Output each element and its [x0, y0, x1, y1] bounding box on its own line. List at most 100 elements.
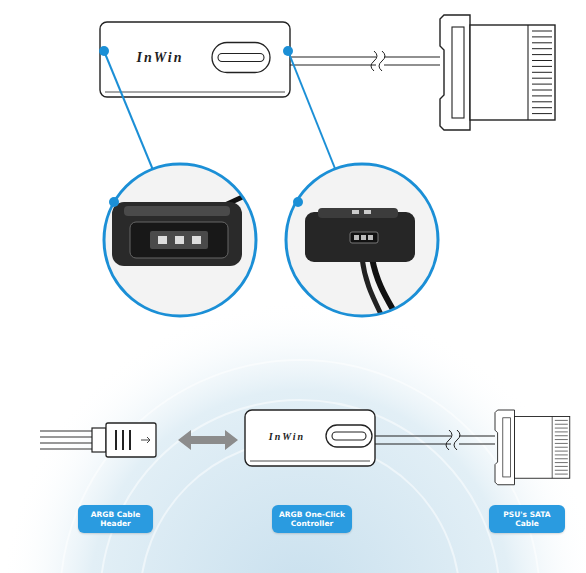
sata-pin — [532, 36, 552, 37]
controller-button — [326, 425, 372, 447]
callout-dot — [99, 46, 109, 56]
leader-line — [104, 51, 153, 170]
sata-pin — [555, 439, 568, 440]
inset-background — [286, 164, 438, 316]
cable-photo — [362, 258, 388, 330]
pin — [175, 236, 184, 244]
sata-pin — [555, 451, 568, 452]
connector-top — [124, 206, 230, 216]
inset-background — [104, 164, 256, 316]
argb-header-illustration — [40, 423, 156, 457]
header-wire — [40, 436, 92, 437]
sata-pin — [555, 428, 568, 429]
cable-wire — [290, 64, 376, 65]
sata-pin — [555, 470, 568, 471]
sata-pin — [532, 42, 552, 43]
cable-wire — [375, 435, 451, 436]
cable — [290, 51, 440, 71]
cable-break — [379, 51, 385, 71]
controller-body — [100, 22, 290, 97]
controller-edge — [250, 461, 370, 462]
sata-plate — [495, 410, 515, 485]
label-text: PSU's SATA Cable — [495, 510, 559, 528]
cable-photo — [372, 258, 404, 330]
cable-wire — [459, 443, 495, 444]
sata-connector — [440, 15, 555, 130]
label-text: ARGB One-Click Controller — [278, 510, 346, 528]
sata-window — [503, 418, 511, 477]
sata-body — [515, 417, 570, 479]
header-ridge — [122, 430, 124, 450]
sata-pin — [555, 431, 568, 432]
label-pill: ARGB Cable Header — [78, 505, 153, 533]
brand-logo: InWin — [269, 431, 305, 442]
sata-pin — [555, 447, 568, 448]
sata-divider — [552, 417, 553, 479]
sata-connector — [495, 410, 570, 485]
socket — [350, 232, 378, 243]
sata-pin — [555, 454, 568, 455]
header-ridge — [129, 430, 131, 450]
cable-break — [371, 51, 377, 71]
sata-pin — [555, 462, 568, 463]
sata-pin — [532, 101, 552, 102]
sata-pin — [555, 458, 568, 459]
sata-divider — [527, 25, 528, 120]
controller-illustration — [245, 410, 375, 466]
controller-body — [245, 410, 375, 466]
controller-illustration — [100, 22, 290, 97]
controller-photo-top — [318, 208, 398, 218]
header-arrow-mark — [141, 437, 150, 443]
pin — [192, 236, 201, 244]
socket-hole — [368, 235, 373, 240]
label-pill: ARGB One-Click Controller — [272, 505, 352, 533]
controller-button-inner — [332, 432, 366, 440]
callout-dot — [109, 197, 119, 207]
label-pill: PSU's SATA Cable — [489, 505, 565, 533]
sata-pin — [555, 443, 568, 444]
pin-frame — [150, 231, 208, 249]
controller-button — [212, 43, 270, 73]
controller-button-inner — [218, 54, 264, 62]
sata-pin — [532, 60, 552, 61]
sata-pin — [555, 474, 568, 475]
header-strain-relief — [92, 428, 106, 452]
globe-arc — [60, 360, 540, 573]
sata-pin — [555, 466, 568, 467]
connector-photo — [112, 202, 242, 266]
pin — [158, 236, 167, 244]
sata-pin — [532, 78, 552, 79]
sata-pin — [532, 66, 552, 67]
header-wire — [40, 442, 92, 443]
sata-pin — [555, 420, 568, 421]
sata-pin — [532, 31, 552, 32]
sata-pin — [532, 84, 552, 85]
header-body — [106, 423, 156, 457]
sata-pin — [532, 72, 552, 73]
sata-pin — [532, 54, 552, 55]
top-mark — [352, 210, 359, 214]
top-mark — [364, 210, 371, 214]
controller-edge — [105, 92, 285, 93]
globe-arc — [100, 400, 500, 573]
sata-pin — [555, 424, 568, 425]
sata-window — [452, 27, 464, 118]
photo-inset — [104, 164, 262, 316]
callout-dot — [293, 197, 303, 207]
brand-logo: InWin — [137, 50, 184, 66]
sata-pin — [555, 435, 568, 436]
inset-ring — [104, 164, 256, 316]
sata-plate — [440, 15, 470, 130]
cable-wire — [459, 435, 495, 436]
header-wire — [40, 448, 92, 449]
controller-photo — [305, 212, 415, 262]
cable-break — [454, 430, 460, 450]
photo-inset — [286, 164, 438, 330]
sata-pin — [532, 90, 552, 91]
socket-hole — [361, 235, 366, 240]
cable-wire — [375, 443, 451, 444]
connector-face — [130, 222, 228, 258]
sata-body — [470, 25, 555, 120]
